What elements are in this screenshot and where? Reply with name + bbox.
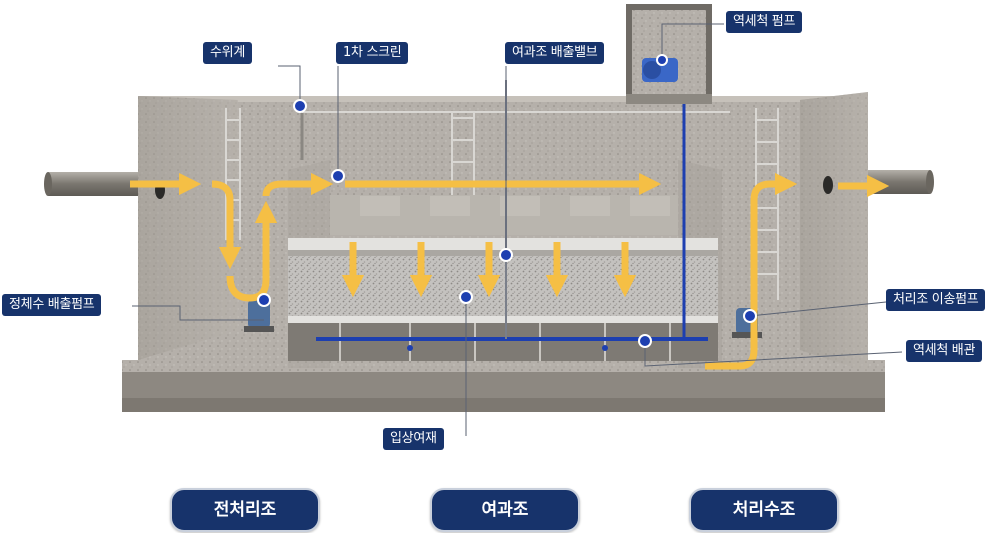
flow-arrow-to-screen bbox=[262, 172, 334, 197]
clean-water-pump bbox=[244, 300, 274, 332]
underdrain-plate bbox=[288, 316, 718, 361]
water-level-rod bbox=[300, 110, 730, 160]
inlet-pipe bbox=[44, 172, 140, 196]
flow-arrows bbox=[130, 172, 890, 370]
filter-drain-valve-label: 여과조 배출밸브 bbox=[505, 42, 605, 64]
primary-screen-label: 1차 스크린 bbox=[336, 42, 409, 64]
zone-pretreatment: 전처리조 bbox=[170, 488, 320, 532]
outlet-pipe bbox=[866, 170, 934, 194]
callout-leaders bbox=[132, 23, 903, 436]
zone-treated-water: 처리수조 bbox=[689, 488, 839, 532]
callout-markers bbox=[257, 54, 757, 348]
backwash-pump-housing bbox=[626, 4, 712, 104]
flow-arrow-treated bbox=[705, 172, 798, 370]
treated-transfer-pump-label: 처리조 이송펌프 bbox=[886, 289, 986, 311]
flow-arrow-pretreat-loop bbox=[226, 200, 278, 302]
backwash-piping-label: 역세척 배관 bbox=[906, 340, 983, 362]
clean-water-pump-label: 정체수 배출펌프 bbox=[2, 294, 102, 316]
granular-media-label: 입상여재 bbox=[383, 428, 444, 450]
flow-arrow-pretreat-down bbox=[211, 180, 242, 270]
base-slab bbox=[122, 360, 885, 412]
left-wall bbox=[138, 96, 238, 360]
right-wall bbox=[800, 92, 868, 372]
backwash-pump-label: 역세척 펌프 bbox=[726, 11, 803, 33]
water-level-gauge-label: 수위계 bbox=[203, 42, 252, 64]
zone-filtration: 여과조 bbox=[430, 488, 580, 532]
